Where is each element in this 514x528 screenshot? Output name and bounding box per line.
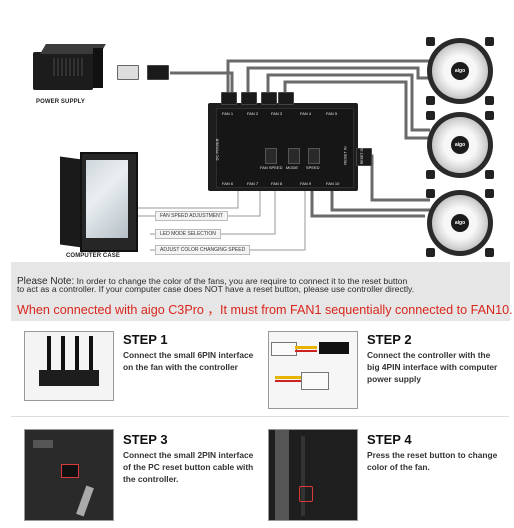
step-4-text-line-2: color of the fan. (367, 462, 430, 472)
step-2-image (268, 331, 358, 409)
fan-top: aigo (426, 37, 494, 105)
annotation-fan-speed: FAN SPEED ADJUSTMENT (155, 211, 228, 221)
hub-button-3 (308, 148, 320, 164)
hub-fan-port-6: FAN 6 (222, 181, 234, 186)
step-3-text-line-2: of the PC reset button cable with (123, 462, 254, 472)
annotation-color-speed: ADJUST COLOR CHANGING SPEED (155, 245, 251, 255)
hub-top-connector-4 (278, 92, 294, 105)
step-2-text-line-2: big 4PIN interface with computer (367, 362, 498, 372)
note-heading: Please Note: (17, 276, 75, 287)
hub-fan-port-10: FAN 10 (326, 181, 340, 186)
hub-button-1 (265, 148, 277, 164)
hub-fan-port-9: FAN 9 (300, 181, 312, 186)
hub-top-connector-2 (241, 92, 257, 105)
step-1-text-line-1: Connect the small 6PIN interface (123, 350, 254, 360)
power-supply-label: POWER SUPPLY (36, 99, 85, 105)
computer-case-image (60, 152, 138, 252)
annotation-led-mode: LED MODE SELECTION (155, 229, 221, 239)
steps-section: STEP 1 Connect the small 6PIN interface … (0, 321, 514, 528)
note-red-line: When connected with aigo C3Pro ，It must … (17, 303, 513, 317)
hub-fan-port-3: FAN 3 (271, 111, 283, 116)
note-line-1: In order to change the color of the fans… (74, 276, 408, 286)
hub-fan-port-8: FAN 8 (271, 181, 283, 186)
step-2-title: STEP 2 (367, 332, 412, 347)
fan-bottom: aigo (426, 189, 494, 257)
step-3-text-line-1: Connect the small 2PIN interface (123, 450, 254, 460)
hub-reset-connector: RESET SW (356, 146, 372, 166)
step-3-text-line-3: the controller. (123, 474, 179, 484)
hub-button-2 (288, 148, 300, 164)
psu-connector-1 (117, 65, 139, 80)
step-2-text-line-3: power supply (367, 374, 421, 384)
step-3-image (24, 429, 114, 521)
computer-case-label: COMPUTER CASE (66, 253, 120, 259)
fan-middle: aigo (426, 111, 494, 179)
hub-fan-port-2: FAN 2 (247, 111, 259, 116)
step-1-text-line-2: on the fan with the controller (123, 362, 238, 372)
hub-center-label-3: SPEED (306, 165, 320, 170)
step-4-image (268, 429, 358, 521)
step-4-text-line-1: Press the reset button to change (367, 450, 498, 460)
hub-fan-port-7: FAN 7 (247, 181, 259, 186)
step-1-title: STEP 1 (123, 332, 168, 347)
hub-fan-port-4: FAN 4 (300, 111, 312, 116)
step-4-title: STEP 4 (367, 432, 412, 447)
psu-connector-2 (147, 65, 169, 80)
hub-fan-port-5: FAN 5 (326, 111, 338, 116)
hub-top-connector-3 (261, 92, 277, 105)
hub-center-label-1: FAN SPEED (260, 165, 283, 170)
step-2-text-line-1: Connect the controller with the (367, 350, 491, 360)
step-1-image (24, 331, 114, 401)
hub-dc-power: DC POWER (214, 138, 220, 161)
hub-center-label-2: MODE (286, 165, 298, 170)
note-line-2: to act as a controller. If your computer… (17, 284, 415, 294)
hub-top-connector-1 (221, 92, 237, 105)
power-supply-image (33, 44, 106, 90)
note-bar: Please Note: In order to change the colo… (11, 262, 513, 321)
controller-hub: FAN 1 FAN 2 FAN 3 FAN 4 FAN 5 FAN 6 FAN … (208, 103, 358, 191)
hub-fan-port-1: FAN 1 (222, 111, 234, 116)
hub-reset-in: RESET IN (342, 146, 348, 165)
wiring-diagram: POWER SUPPLY FAN 1 FAN 2 FAN 3 FAN 4 FAN… (0, 0, 514, 262)
step-3-title: STEP 3 (123, 432, 168, 447)
